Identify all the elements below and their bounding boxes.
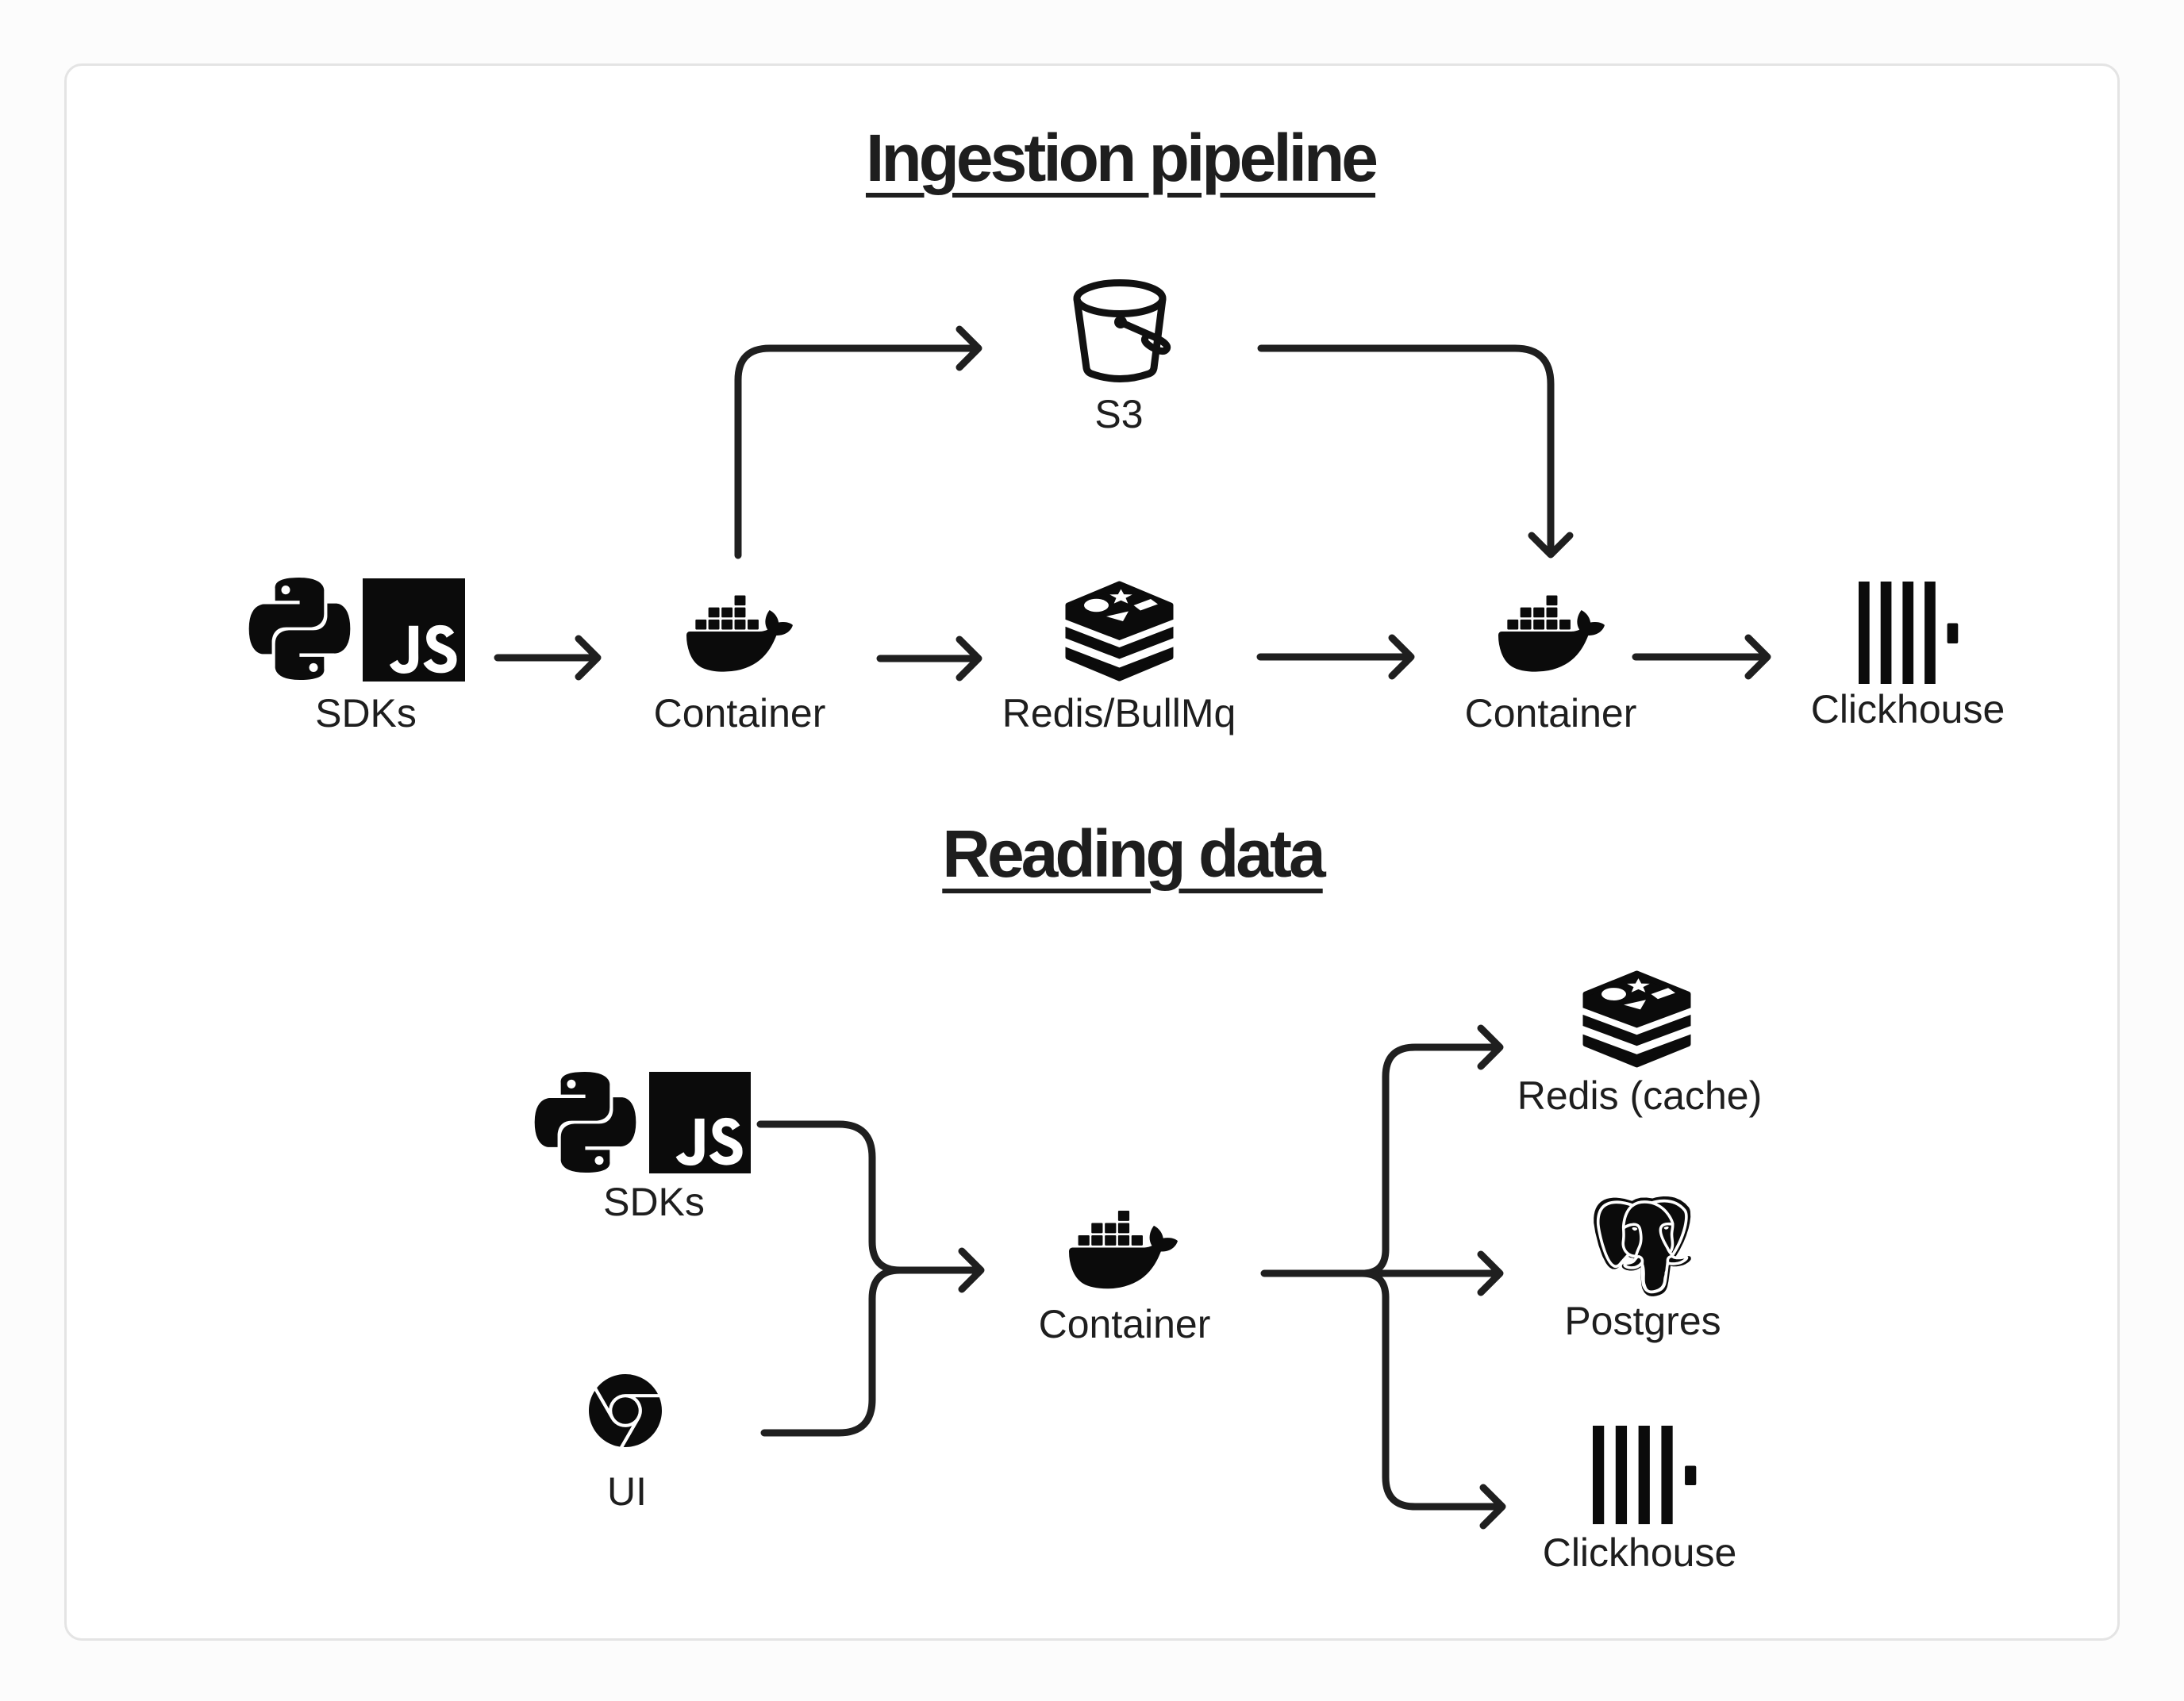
svg-text:Container: Container (1039, 1302, 1211, 1346)
svg-text:UI: UI (607, 1469, 647, 1514)
svg-text:SDKs: SDKs (315, 691, 417, 735)
svg-text:Container: Container (654, 691, 826, 735)
svg-text:Redis/BullMq: Redis/BullMq (1002, 691, 1236, 735)
svg-text:Container: Container (1465, 691, 1637, 735)
svg-text:Postgres: Postgres (1564, 1299, 1721, 1343)
svg-text:Clickhouse: Clickhouse (1543, 1530, 1737, 1575)
svg-text:SDKs: SDKs (603, 1180, 705, 1224)
svg-text:Redis (cache): Redis (cache) (1517, 1073, 1762, 1118)
svg-text:Clickhouse: Clickhouse (1811, 687, 2005, 731)
svg-text:S3: S3 (1094, 392, 1143, 436)
